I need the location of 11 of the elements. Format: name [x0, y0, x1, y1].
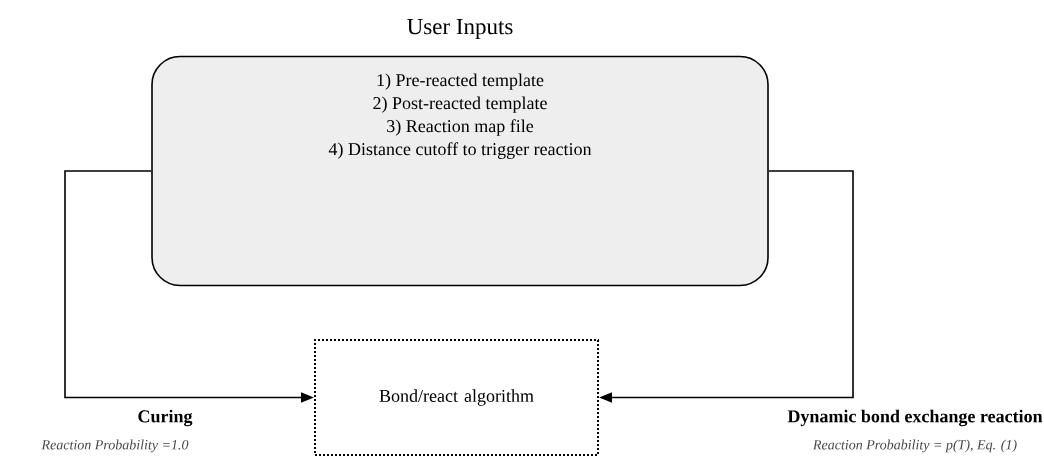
node-label: 3) Reaction map file [387, 119, 534, 136]
probability-note: Reaction Probability =1.0 [41, 439, 189, 453]
algorithm-box: Bond/react algorithm [314, 339, 599, 456]
edge-label: Curing [138, 409, 193, 427]
probability-note: Reaction Probability = p(T), Eq. (1) [812, 439, 1017, 453]
input-list: 1) Pre-reacted template 2) Post-reacted template 3) Reaction map file 4) Distance cutoff to trigger reaction [328, 73, 592, 159]
node-label: 4) Distance cutoff to trigger reaction [328, 142, 592, 159]
node-label: 1) Pre-reacted template [377, 73, 544, 90]
heading: User Inputs [407, 19, 513, 39]
edge-label: Dynamic bond exchange reaction [787, 409, 1043, 427]
node-label: 2) Post-reacted template [373, 96, 547, 113]
